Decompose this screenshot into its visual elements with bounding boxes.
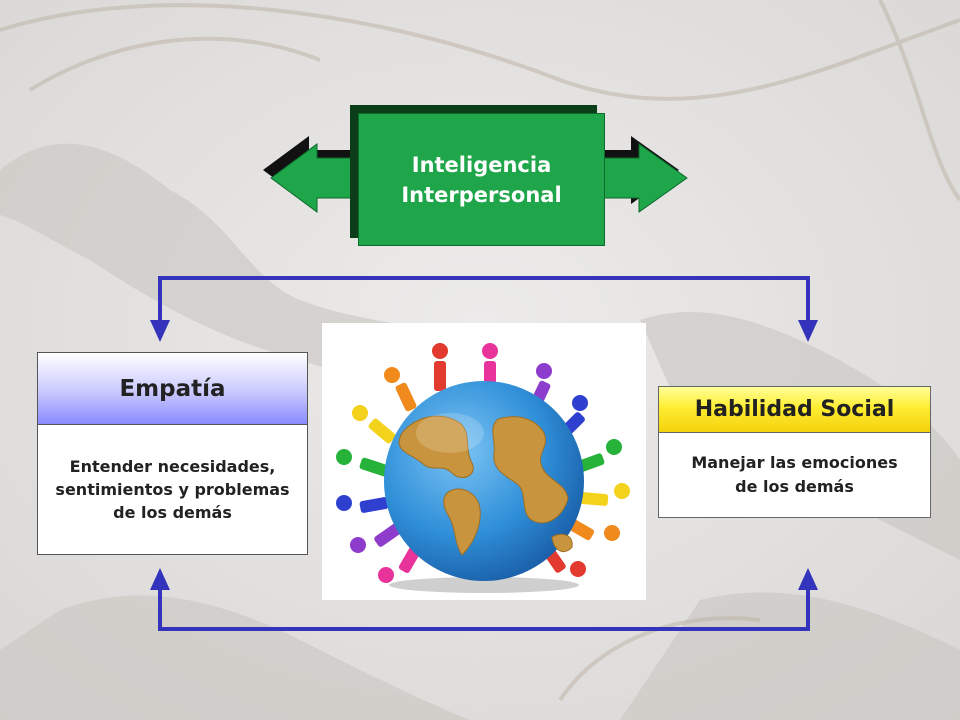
person-figure [384, 367, 417, 412]
empathy-description-box: Entender necesidades, sentimientos y pro… [37, 425, 308, 555]
arrowhead-top-right [798, 320, 818, 342]
social-skill-description-box: Manejar las emociones de los demás [658, 433, 931, 518]
social-skill-heading: Habilidad Social [694, 397, 895, 422]
globe-continents [398, 415, 573, 556]
top-connector [158, 276, 810, 325]
bottom-connector [158, 580, 810, 631]
person-figure [336, 495, 389, 513]
background-swoosh-lines [0, 0, 960, 702]
globe-people-illustration [322, 323, 646, 600]
person-figure [350, 523, 402, 553]
arrowhead-top-left [150, 320, 170, 342]
person-figure [352, 405, 396, 444]
arrowhead-bottom-left [150, 568, 170, 590]
person-figure [336, 449, 389, 477]
person-figure [432, 343, 448, 391]
person-figure [579, 483, 630, 506]
title-box: Inteligencia Interpersonal [358, 113, 605, 246]
social-skill-heading-box: Habilidad Social [658, 386, 931, 433]
arrowhead-bottom-right [798, 568, 818, 590]
empathy-description: Entender necesidades, sentimientos y pro… [55, 457, 290, 522]
globe-shadow [389, 577, 579, 593]
page-title: Inteligencia Interpersonal [401, 152, 562, 207]
empathy-heading: Empatía [119, 375, 226, 402]
globe-illustration-svg [336, 343, 630, 593]
globe-highlight [416, 413, 484, 453]
social-skill-description: Manejar las emociones de los demás [691, 453, 898, 496]
empathy-heading-box: Empatía [37, 352, 308, 425]
